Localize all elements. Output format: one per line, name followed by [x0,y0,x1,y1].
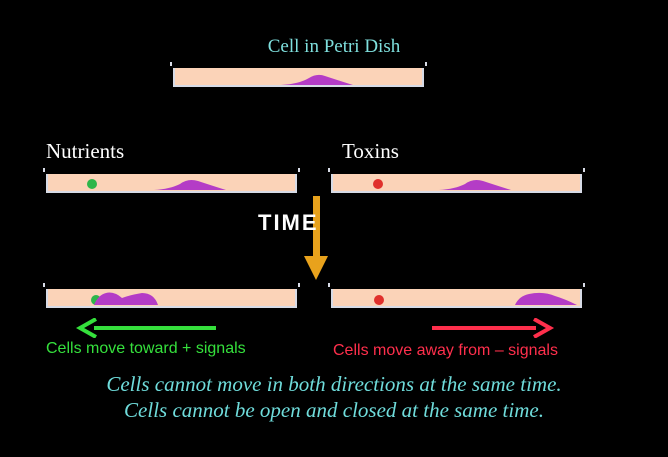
cell-icon [439,180,511,190]
toxins-label: Toxins [342,139,399,163]
footer-line-1: Cells cannot move in both directions at … [106,372,562,396]
toxin-dot-icon [374,295,384,305]
toward-arrow-icon [76,318,216,338]
nutrients-label: Nutrients [46,139,125,163]
cell-icon [154,180,226,190]
away-caption: Cells move away from – signals [333,342,558,359]
cell-icon [281,74,353,85]
petri-dish-nutrients-before [43,168,300,193]
nutrient-dot-icon [87,179,97,189]
time-label: TIME [258,210,319,235]
footer-line-2: Cells cannot be open and closed at the s… [124,398,544,422]
cell-icon [94,292,158,305]
petri-dish-nutrients-after [43,283,300,308]
page-title: Cell in Petri Dish [267,36,401,57]
petri-dish-toxins-after [328,283,585,308]
away-arrow-icon [432,318,555,338]
toxin-dot-icon [373,179,383,189]
cell-icon [515,292,577,305]
toward-caption: Cells move toward + signals [46,340,246,357]
petri-dish-toxins-before [328,168,585,193]
time-arrow-icon [304,196,328,280]
petri-dish-top [170,62,427,87]
